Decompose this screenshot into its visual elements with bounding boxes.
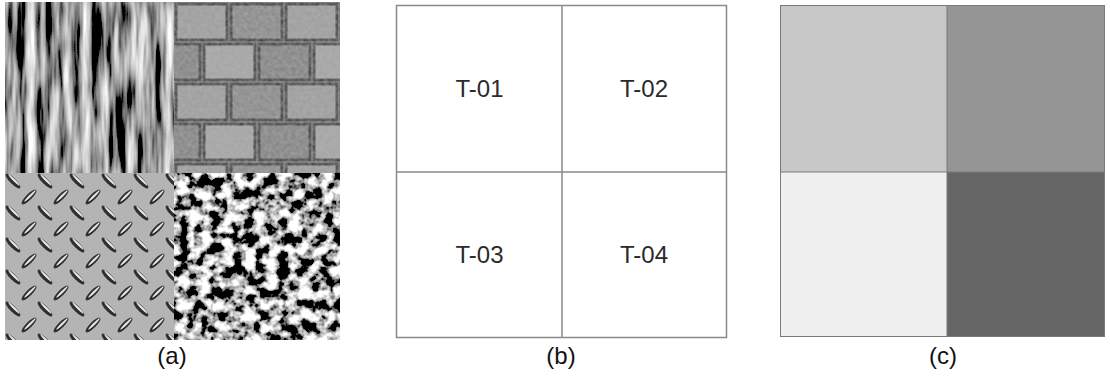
panel-caption: (b) [546,342,575,370]
texture-cell: T-03 [398,173,561,336]
texture-mosaic [5,2,340,340]
region-map [780,5,1105,337]
cell-label: T-03 [455,241,503,269]
texture-cell: T-04 [563,173,725,336]
panel-caption: (c) [929,342,957,370]
cell-label: T-01 [455,75,503,103]
texture-cell: T-02 [563,7,725,171]
label-grid [397,6,727,338]
cell-label: T-02 [620,75,668,103]
cell-label: T-04 [620,241,668,269]
panel-caption: (a) [157,342,186,370]
texture-cell: T-01 [398,7,561,171]
